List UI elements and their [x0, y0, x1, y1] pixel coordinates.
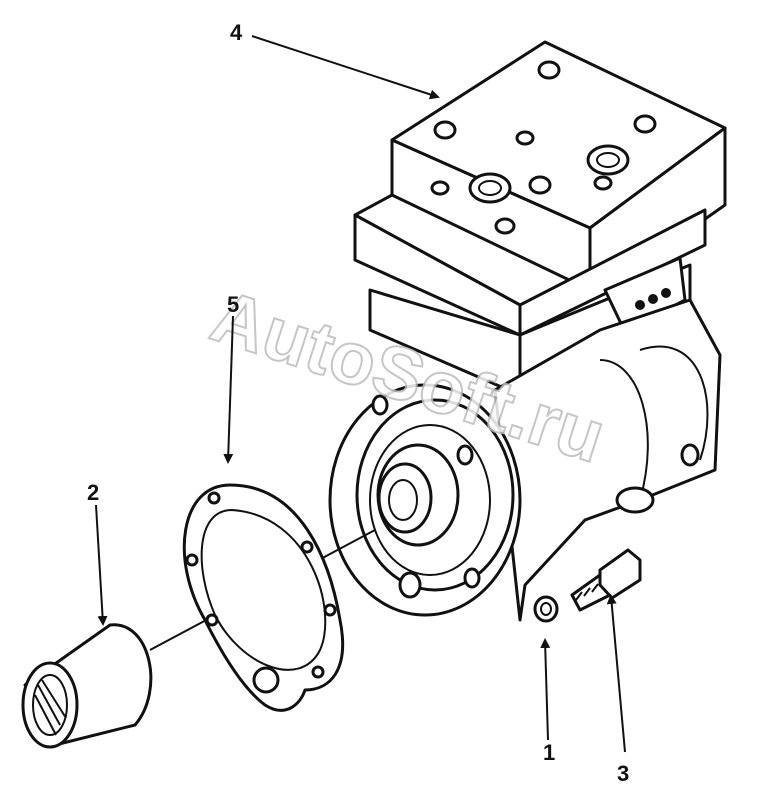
drive-flange	[328, 383, 522, 617]
sealing-washer	[533, 595, 559, 623]
callout-leaders	[95, 35, 626, 753]
gasket	[182, 483, 345, 712]
callout-2: 2	[87, 480, 99, 505]
callout-3: 3	[617, 761, 629, 786]
compressor-cylinder-head	[353, 40, 727, 337]
callout-5: 5	[227, 292, 239, 317]
plug-bolt	[570, 548, 642, 612]
head-bolts	[430, 60, 657, 235]
callout-1: 1	[543, 740, 555, 765]
compressor-crankcase	[368, 256, 722, 622]
callout-4: 4	[230, 20, 243, 45]
drive-gear	[376, 443, 460, 547]
needle-bearing	[21, 623, 153, 749]
